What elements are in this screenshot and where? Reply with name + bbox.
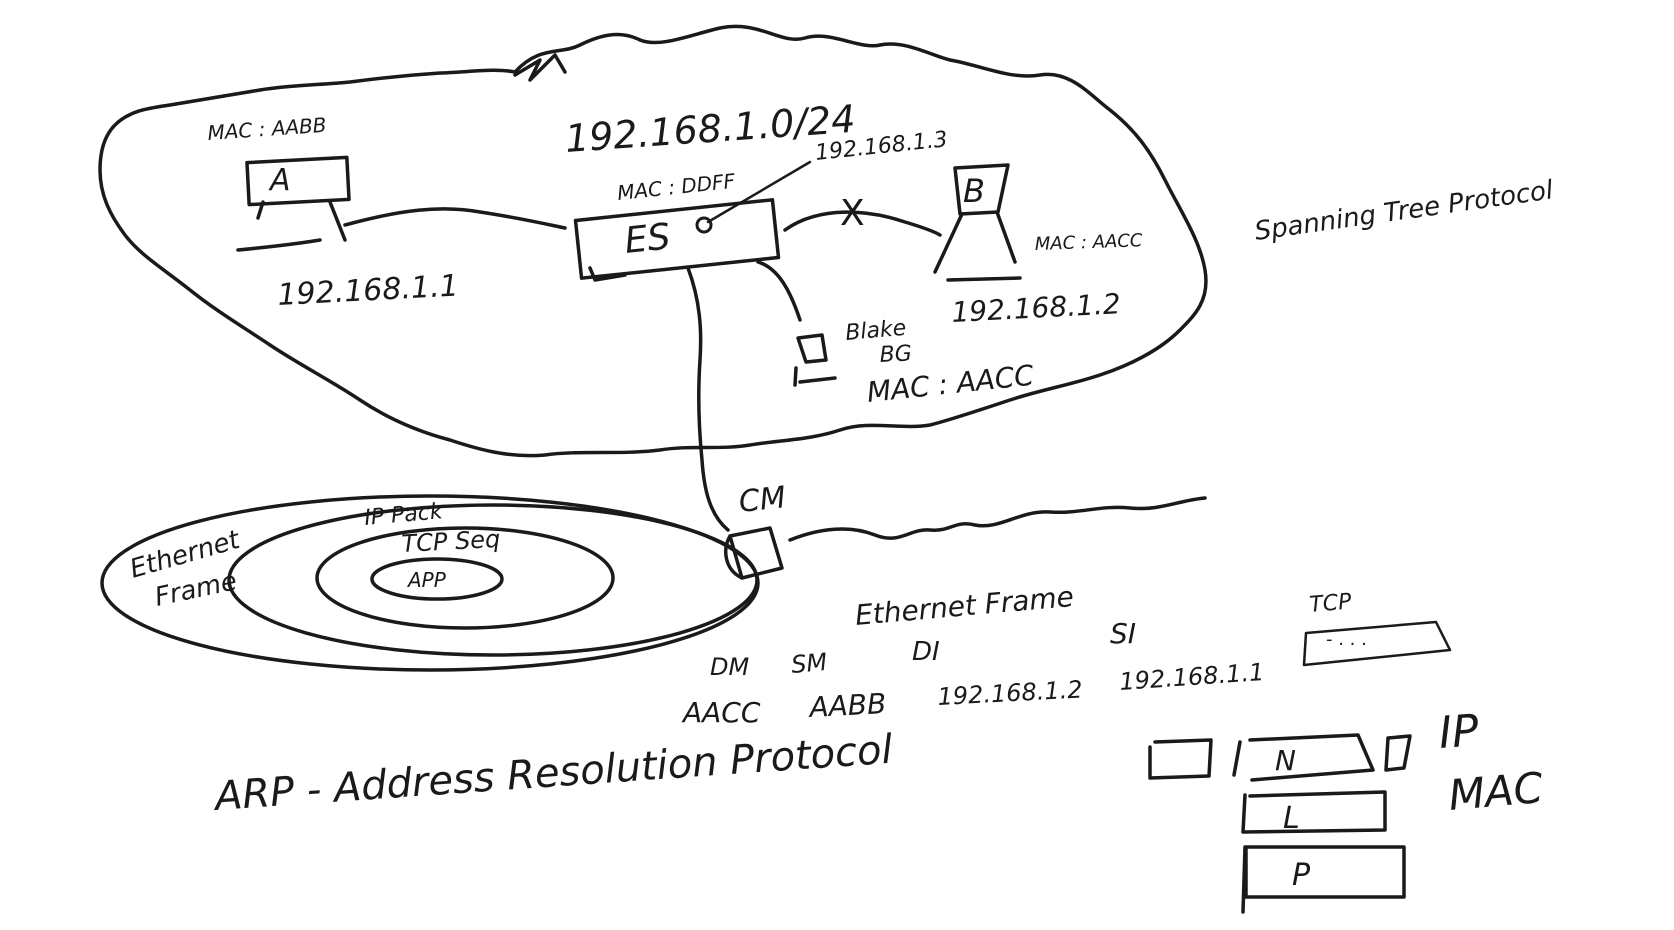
cloud-zigzag <box>513 53 567 82</box>
subnet-label: 192.168.1.0/24 <box>564 97 857 161</box>
wan-line <box>788 496 1207 542</box>
blake-host-icon <box>793 333 837 387</box>
layer-left-box <box>1148 738 1213 780</box>
switch-port-icon <box>695 216 713 234</box>
frame-value-si: 192.168.1.1 <box>1118 658 1265 696</box>
ip-packet-label: IP Pack <box>363 499 444 531</box>
switch-mac: MAC : DDFF <box>616 169 737 205</box>
layer-n-label: N <box>1275 744 1296 777</box>
frame-value-di: 192.168.1.2 <box>937 675 1083 711</box>
link-blocked-mark: X <box>840 193 865 234</box>
frame-value-dm: AACC <box>681 696 761 729</box>
frame-header-dm: DM <box>710 653 749 681</box>
switch-stand <box>588 266 627 282</box>
frame-header-si: SI <box>1110 617 1136 650</box>
frame-value-sm: AABB <box>807 687 887 724</box>
tcp-segment-box <box>1302 620 1452 667</box>
link-switch-blake <box>756 260 802 322</box>
tcp-box-label: TCP <box>1308 589 1353 618</box>
tcp-ellipse <box>315 526 615 630</box>
arp-label: ARP - Address Resolution Protocol <box>210 727 894 820</box>
cable-modem-label: CM <box>737 480 787 520</box>
tcp-seq-label: TCP Seq <box>401 525 501 558</box>
layer-p-label: P <box>1292 858 1311 893</box>
spanning-tree-label: Spanning Tree Protocol <box>1253 175 1556 247</box>
host-b-base <box>933 210 1022 282</box>
frame-title: Ethernet Frame <box>854 580 1075 632</box>
host-a-base <box>236 200 347 252</box>
frame-header-sm: SM <box>790 648 829 679</box>
switch-box <box>573 198 781 280</box>
blake-bg: BG <box>879 341 912 368</box>
app-label: APP <box>406 568 447 592</box>
link-switch-b <box>783 210 942 237</box>
layer-l-box <box>1241 790 1387 834</box>
host-a-label: A <box>268 163 291 198</box>
layer-right-box <box>1384 734 1412 772</box>
host-b-ip: 192.168.1.2 <box>951 287 1122 329</box>
link-a-switch <box>343 207 567 230</box>
host-a-ip: 192.168.1.1 <box>277 269 460 313</box>
layer-p-box <box>1244 845 1406 899</box>
layer-n-box <box>1232 733 1375 782</box>
blake-name: Blake <box>844 316 907 346</box>
host-a-box <box>245 155 351 207</box>
port-ip-pointer <box>706 160 812 224</box>
host-b-mac: MAC : AACC <box>1034 230 1143 255</box>
frame-header-di: DI <box>912 637 940 667</box>
switch-label: ES <box>623 216 673 262</box>
app-ellipse <box>370 557 504 601</box>
layer-p-line <box>1241 845 1247 914</box>
tcp-box-content: - . . . <box>1326 629 1367 650</box>
layer-mac-label: MAC <box>1447 763 1546 820</box>
ip-ellipse <box>227 503 759 657</box>
host-a-mac: MAC : AABB <box>207 113 328 145</box>
cable-modem-icon <box>724 526 784 580</box>
uplink-cable <box>686 266 730 532</box>
lan-cloud <box>98 24 1208 458</box>
layer-l-label: L <box>1283 801 1300 836</box>
host-b-label: B <box>963 172 985 210</box>
layer-ip-label: IP <box>1437 705 1480 759</box>
